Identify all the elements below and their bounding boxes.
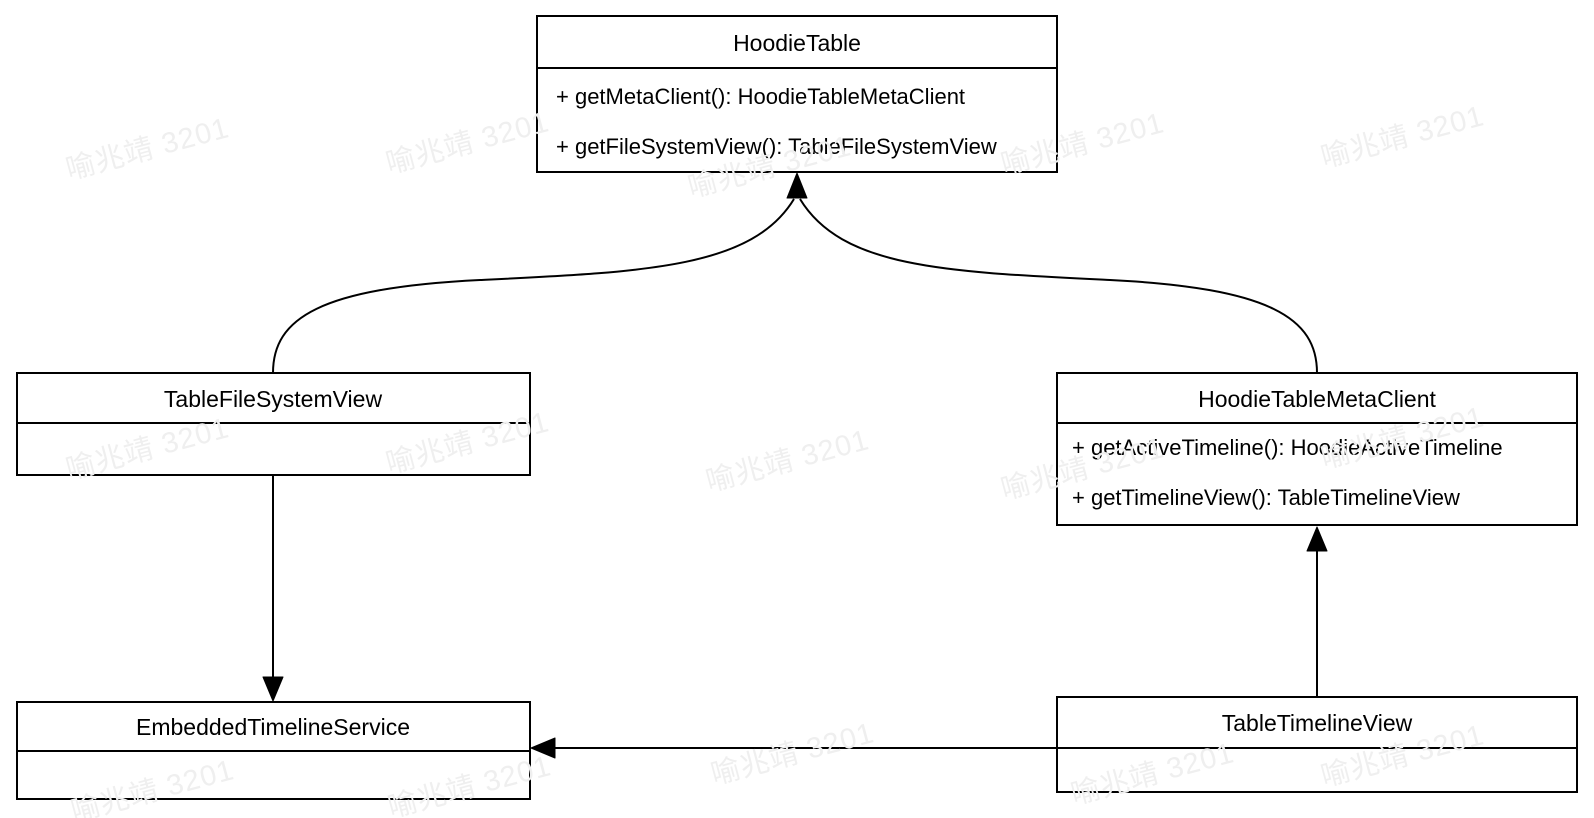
class-title: EmbeddedTimelineService (136, 714, 410, 740)
arrowhead-down-icon (262, 676, 284, 702)
edge-tabletimelineview-to-hoodietablemetaclient (1306, 526, 1328, 697)
watermark-text: 喻兆靖 3201 (382, 405, 552, 480)
class-border (536, 15, 1058, 173)
edge-tablefilesystemview-to-embeddedtimelineservice (262, 475, 284, 702)
class-title: TableFileSystemView (164, 386, 383, 412)
watermark-text: 喻兆靖 3201 (384, 749, 554, 818)
class-method: + getFileSystemView(): TableFileSystemVi… (556, 134, 997, 159)
class-method: + getMetaClient(): HoodieTableMetaClient (556, 84, 965, 109)
watermark-text: 喻兆靖 3201 (702, 423, 872, 498)
class-box-hoodietable: HoodieTable + getMetaClient(): HoodieTab… (536, 15, 1058, 173)
class-title: TableTimelineView (1222, 710, 1413, 736)
watermark-text: 喻兆靖 3201 (62, 111, 232, 186)
arrowhead-left-icon (530, 737, 556, 759)
class-method: + getTimelineView(): TableTimelineView (1072, 485, 1460, 510)
edge-tabletimelineview-to-embeddedtimelineservice (530, 737, 1057, 759)
watermark-text: 喻兆靖 3201 (382, 105, 552, 180)
curved-connector-from-tablefilesystemview (272, 198, 795, 374)
arrowhead-up-icon (1306, 526, 1328, 552)
class-box-tabletimelineview: TableTimelineView (1056, 696, 1578, 793)
edge-group-to-hoodietable (272, 172, 1318, 374)
class-border (1056, 372, 1578, 526)
watermark-text: 喻兆靖 3201 (67, 753, 237, 818)
class-border (1056, 696, 1578, 793)
class-title: HoodieTableMetaClient (1198, 386, 1436, 412)
arrowhead-up-icon (786, 172, 808, 199)
class-box-tablefilesystemview: TableFileSystemView (16, 372, 531, 476)
class-box-embeddedtimelineservice: EmbeddedTimelineService (16, 701, 531, 800)
curved-connector-from-hoodietablemetaclient (799, 198, 1318, 374)
class-title: HoodieTable (733, 30, 861, 56)
class-box-hoodietablemetaclient: HoodieTableMetaClient + getActiveTimelin… (1056, 372, 1578, 526)
watermark-text: 喻兆靖 3201 (707, 716, 877, 791)
watermark-text: 喻兆靖 3201 (1317, 99, 1487, 174)
class-method: + getActiveTimeline(): HoodieActiveTimel… (1072, 435, 1503, 460)
watermark-text: 喻兆靖 3201 (997, 106, 1167, 181)
